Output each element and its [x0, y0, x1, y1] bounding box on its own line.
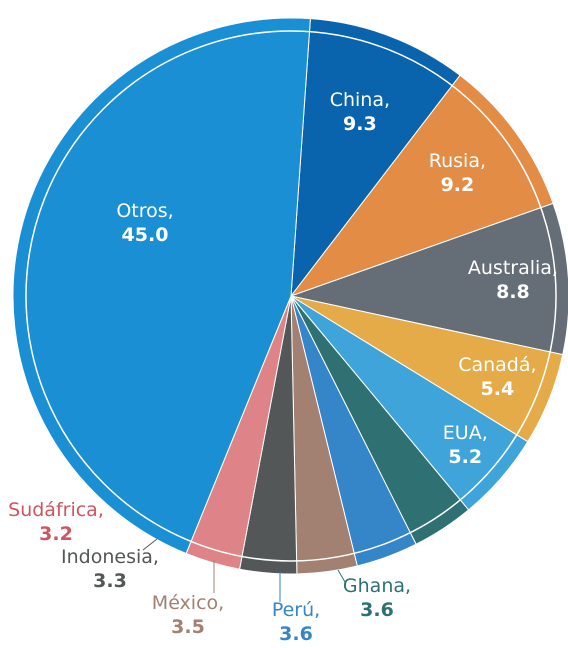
- label-ghana: Ghana,3.6: [343, 575, 411, 621]
- leader-indonesia: [142, 538, 158, 551]
- label-value: 9.2: [441, 174, 475, 196]
- pie-slices: [12, 17, 568, 575]
- slice-otros: [12, 17, 311, 555]
- label-sudafrica: Sudáfrica,3.2: [8, 499, 104, 545]
- label-otros: Otros,45.0: [116, 200, 173, 246]
- slice-rusia: [289, 74, 554, 298]
- label-name: Canadá,: [458, 354, 536, 376]
- slice-china: [290, 18, 461, 298]
- label-value: 5.4: [481, 378, 515, 400]
- inner-ring: [25, 30, 557, 562]
- label-name: México,: [152, 592, 224, 614]
- label-value: 3.5: [171, 616, 205, 638]
- label-canada: Canadá,5.4: [458, 354, 536, 400]
- label-value: 5.2: [448, 446, 482, 468]
- leader-lines: [142, 538, 346, 602]
- label-value: 8.8: [496, 281, 530, 303]
- slice-australia: [289, 202, 568, 356]
- label-indonesia: Indonesia,3.3: [61, 546, 159, 592]
- label-value: 9.3: [343, 113, 377, 135]
- label-value: 3.6: [279, 623, 313, 645]
- label-australia: Australia,8.8: [468, 257, 558, 303]
- label-name: EUA,: [443, 422, 488, 444]
- label-name: Indonesia,: [61, 546, 159, 568]
- label-value: 3.2: [39, 523, 73, 545]
- label-name: Sudáfrica,: [8, 499, 104, 521]
- label-value: 3.3: [93, 570, 127, 592]
- label-value: 45.0: [122, 224, 169, 246]
- label-name: Australia,: [468, 257, 558, 279]
- label-mexico: México,3.5: [152, 592, 224, 638]
- label-name: Ghana,: [343, 575, 411, 597]
- label-name: Perú,: [272, 599, 320, 621]
- label-name: Otros,: [116, 200, 173, 222]
- label-name: China,: [330, 89, 390, 111]
- leader-ghana: [337, 569, 346, 583]
- label-name: Rusia,: [429, 150, 486, 172]
- label-eua: EUA,5.2: [443, 422, 488, 468]
- label-peru: Perú,3.6: [272, 599, 320, 645]
- label-china: China,9.3: [330, 89, 390, 135]
- slice-labels: China,9.3Rusia,9.2Australia,8.8Canadá,5.…: [8, 89, 558, 645]
- label-value: 3.6: [360, 599, 394, 621]
- label-rusia: Rusia,9.2: [429, 150, 486, 196]
